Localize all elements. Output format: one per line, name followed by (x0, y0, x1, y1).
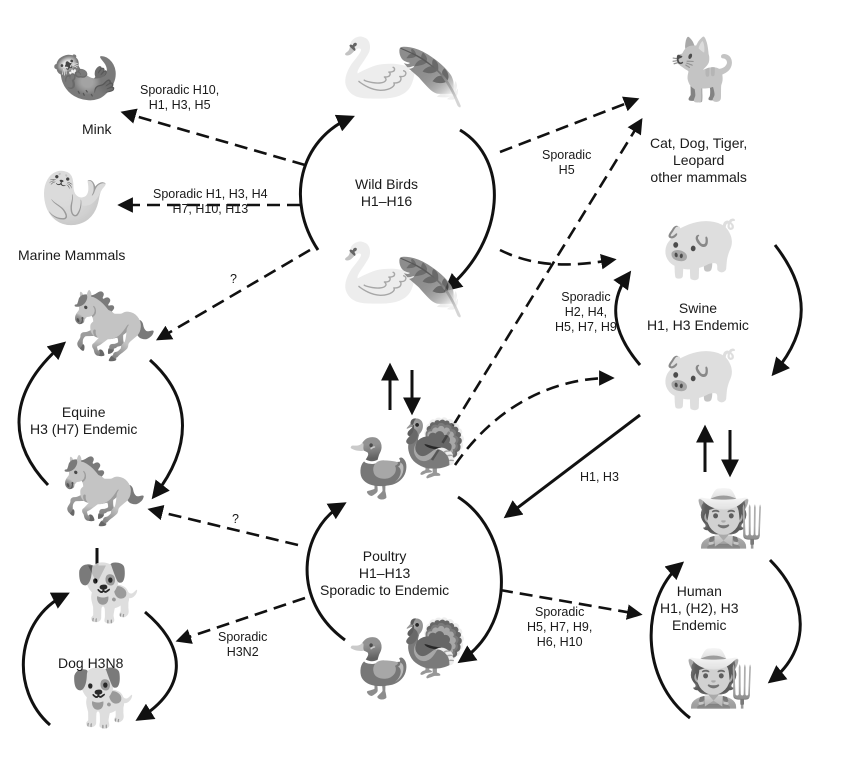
heron-icon-bottom: 🪶 (395, 256, 465, 319)
human-icon-bottom: 🧑‍🌾 (685, 646, 755, 709)
pig-icon-bottom: 🐖 (660, 341, 740, 413)
poultry-to-equine-arrow (147, 504, 299, 547)
dog-cycle-left (21, 592, 70, 727)
swine-to-poultry-arrow (503, 413, 641, 519)
swine-cycle-left (613, 270, 642, 366)
poultry-to-dog-arrow (175, 596, 306, 644)
poultry-to-human-arrow (499, 588, 643, 620)
poultry-cycle-right (457, 495, 503, 664)
heron-icon-top: 🪶 (395, 46, 465, 109)
seal-icon: 🦭 (40, 166, 110, 229)
dog-cycle-right (135, 610, 178, 721)
wild-bird-icon-top: 🦢 (340, 31, 420, 103)
dog-icon-bottom: 🐕 (70, 666, 140, 729)
birds-to-mink-arrow (120, 108, 306, 167)
poultry-to-equine-question: ? (232, 512, 239, 526)
swine-to-poultry-label: H1, H3 (580, 470, 619, 484)
poultry-to-cat-arrow (430, 118, 643, 461)
turkey-icon-bottom: 🦃 (400, 616, 470, 679)
marine-mammals-label: Marine Mammals (18, 247, 126, 263)
duck-icon-top: 🦆 (345, 436, 415, 499)
human-cycle-left (649, 561, 691, 720)
poultry-to-swine-arrow (453, 370, 615, 466)
mink-label: Mink (82, 121, 112, 137)
pig-icon-top: 🐖 (660, 211, 740, 283)
equine-cycle-left (17, 341, 67, 487)
poultry-cycle-left (305, 502, 347, 642)
dog-h3n8-label: Dog H3N8 (58, 655, 124, 671)
human-icon-top: 🧑‍🌾 (695, 486, 765, 549)
swine-cycle-right (771, 244, 803, 377)
cat-icon: 🐈 (665, 36, 740, 103)
birds-to-mink-label: Sporadic H10,H1, H3, H5 (140, 83, 220, 112)
horse-icon-bottom: 🐎 (60, 451, 148, 529)
dog-icon-top: 🐕 (75, 561, 145, 624)
wild-birds-cycle-right (443, 128, 496, 292)
wild-birds-cycle-left (298, 114, 355, 251)
human-cycle-right (767, 558, 802, 684)
equine-cycle-right (149, 358, 184, 500)
duck-icon-bottom: 🦆 (345, 636, 415, 699)
turkey-icon-top: 🦃 (400, 416, 470, 479)
birds-to-equine-arrow (155, 248, 311, 341)
horse-icon-top: 🐎 (70, 286, 158, 364)
birds-to-equine-question: ? (230, 272, 237, 286)
wild-bird-icon-bottom: 🦢 (340, 236, 420, 308)
birds-to-swine-arrow (499, 248, 617, 270)
mink-icon: 🦦 (50, 41, 120, 104)
birds-to-cat-arrow (499, 96, 640, 154)
